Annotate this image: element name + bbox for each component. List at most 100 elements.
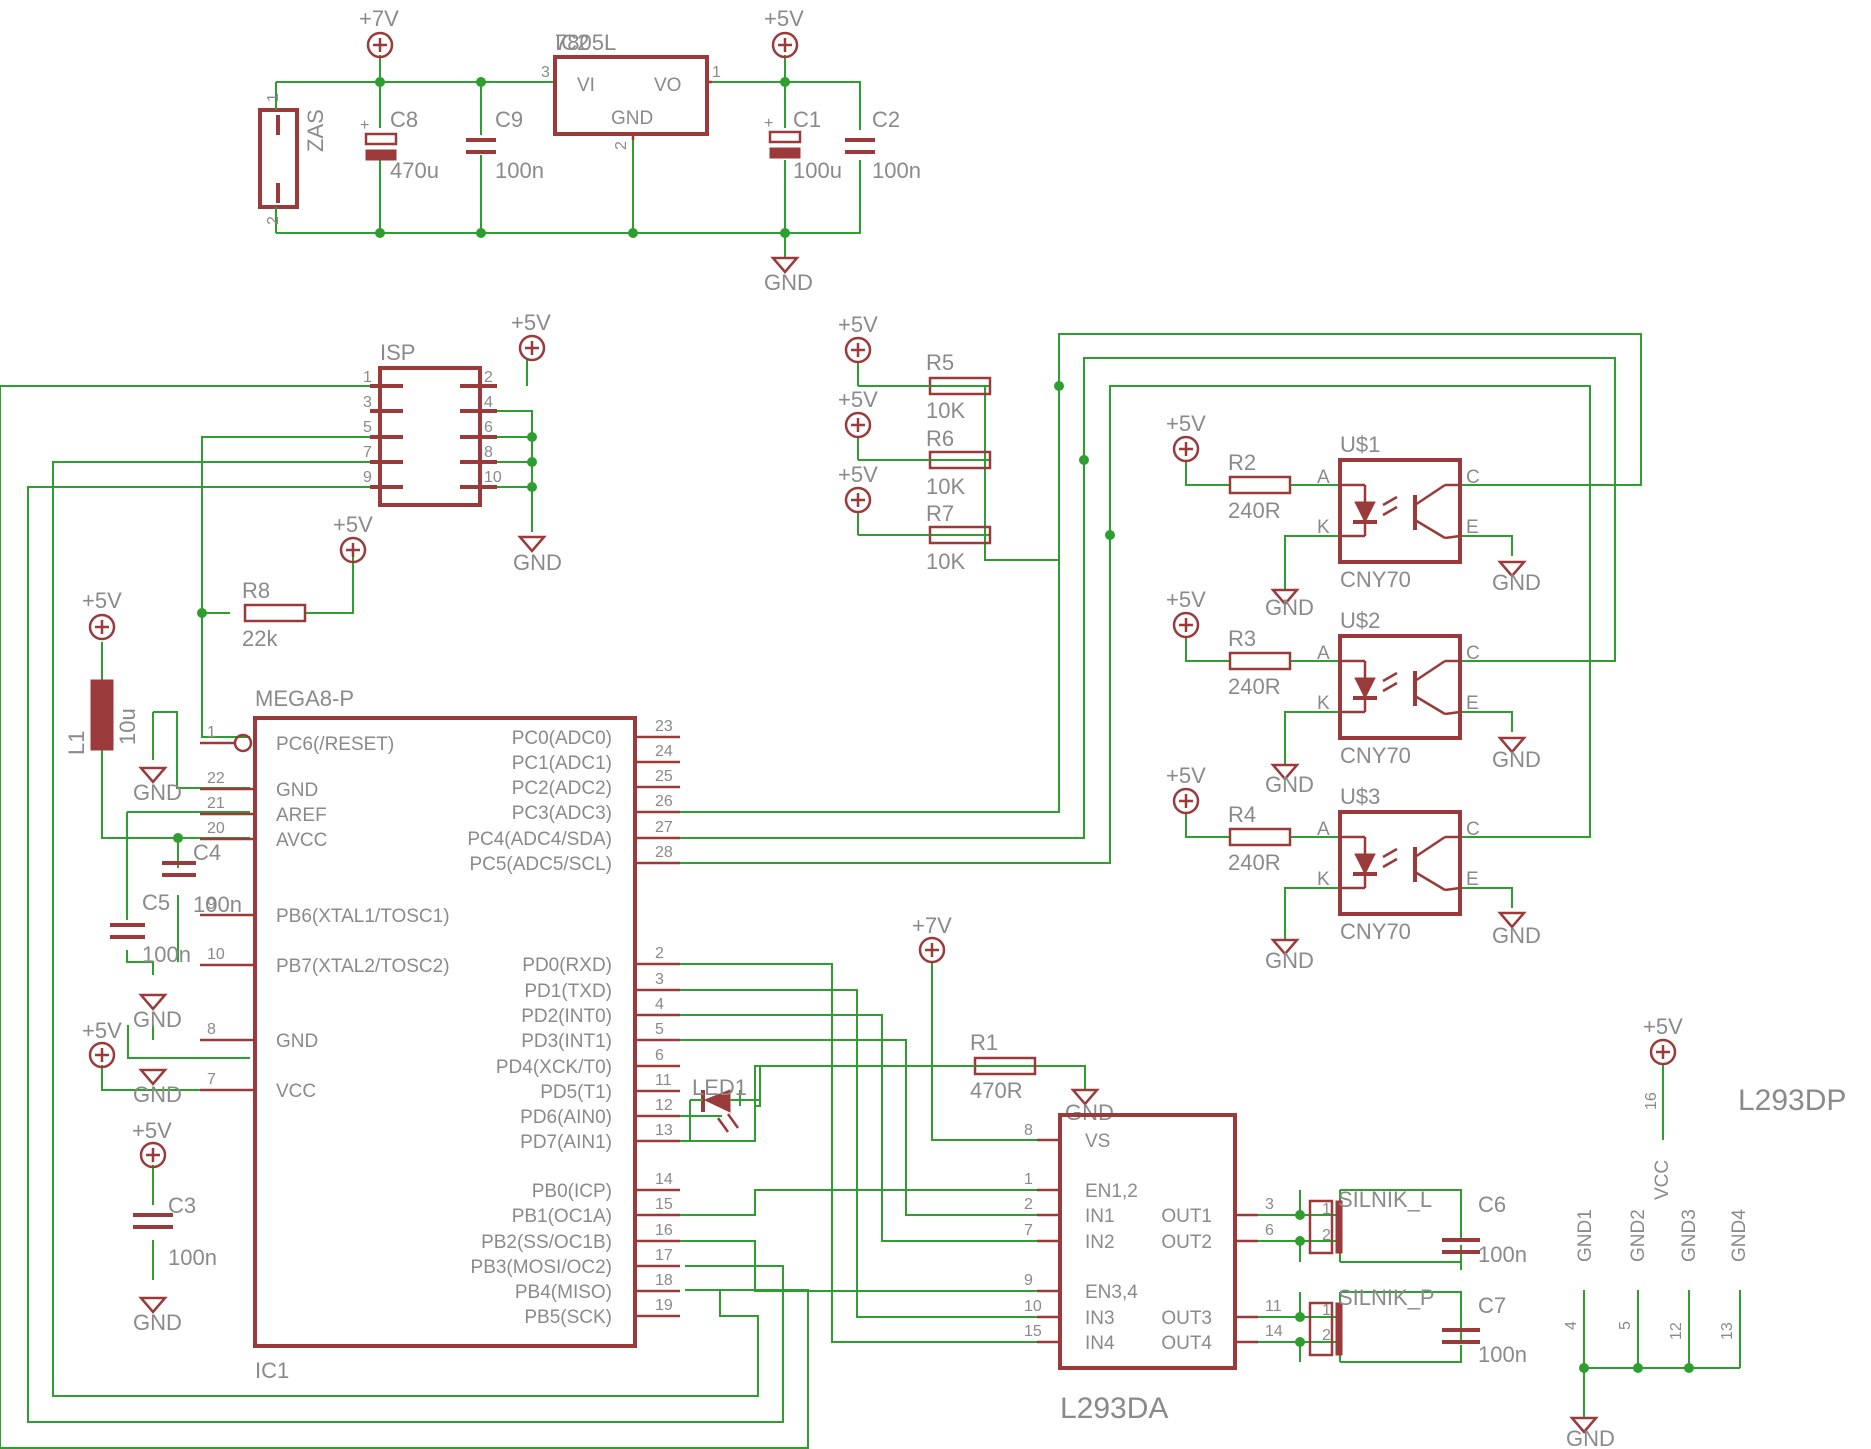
svg-text:C3: C3 bbox=[168, 1193, 196, 1218]
mcu-pin-num: 2 bbox=[655, 945, 664, 962]
mcu-pin-num: 4 bbox=[655, 996, 664, 1013]
mcu-pin-label: PC5(ADC5/SCL) bbox=[469, 854, 612, 875]
svg-text:8: 8 bbox=[484, 444, 493, 461]
driver-power-l293dp: L293DP 16 VCC GND1 GND2 GND3 GND4 4 5 12… bbox=[1563, 1084, 1846, 1340]
isp-name: ISP bbox=[380, 340, 415, 365]
ic2-gnd: GND bbox=[611, 108, 653, 129]
svg-text:8: 8 bbox=[1024, 1122, 1033, 1139]
pwr-5v-c3-label: +5V bbox=[132, 1118, 172, 1143]
driver-pin-num: 3 bbox=[1265, 1196, 1274, 1213]
gnd-u1k-label: GND bbox=[1265, 595, 1314, 620]
svg-text:R7: R7 bbox=[926, 501, 954, 526]
svg-text:4: 4 bbox=[1563, 1321, 1580, 1330]
pwr-5v-vcc-icon bbox=[88, 1041, 116, 1069]
svg-text:1: 1 bbox=[363, 369, 372, 386]
mcu-pin-label: GND bbox=[276, 780, 318, 801]
pwr-5v-r2-label: +5V bbox=[1166, 411, 1206, 436]
svg-text:5: 5 bbox=[363, 419, 372, 436]
svg-text:240R: 240R bbox=[1228, 674, 1281, 699]
driver-pin-num: 7 bbox=[1024, 1222, 1033, 1239]
driver-pin-label: IN4 bbox=[1085, 1333, 1115, 1354]
cap-c6: C6 100n bbox=[1442, 1192, 1527, 1267]
svg-text:LED1: LED1 bbox=[692, 1075, 747, 1100]
mcu-pin-label: VCC bbox=[276, 1081, 316, 1102]
mcu-pin-num: 12 bbox=[655, 1097, 673, 1114]
wires bbox=[0, 55, 1741, 1449]
svg-text:100n: 100n bbox=[142, 942, 191, 967]
mcu-pin-label: PC6(/RESET) bbox=[276, 734, 394, 755]
driver-pin-num: 10 bbox=[1024, 1298, 1042, 1315]
mcu-pin-num: 3 bbox=[655, 971, 664, 988]
pwr-7v-top-icon bbox=[366, 31, 394, 59]
svg-text:3: 3 bbox=[363, 394, 372, 411]
pwr-5v-isp-label: +5V bbox=[511, 310, 551, 335]
driver-l293da: L293DA 8 VS 1EN1,22IN17IN29EN3,410IN315I… bbox=[1024, 1113, 1283, 1425]
svg-text:C7: C7 bbox=[1478, 1293, 1506, 1318]
svg-text:C8: C8 bbox=[390, 107, 418, 132]
svg-text:9: 9 bbox=[363, 469, 372, 486]
svg-text:K: K bbox=[1317, 517, 1330, 538]
driver-pin-label: OUT3 bbox=[1161, 1308, 1212, 1329]
resistor-r3: R3 240R bbox=[1228, 626, 1292, 699]
ic2-vo: VO bbox=[654, 75, 681, 96]
svg-text:VS: VS bbox=[1085, 1131, 1110, 1152]
ic2-name: IC2 bbox=[555, 30, 589, 55]
gnd-mcu22-label: GND bbox=[133, 780, 182, 805]
power-symbols: +7V +5V GND +5V GND +5V +5V GND GND +5V … bbox=[82, 6, 1683, 1449]
svg-text:10K: 10K bbox=[926, 398, 965, 423]
mcu-pin-num: 7 bbox=[207, 1071, 216, 1088]
pwr-5v-r6-icon bbox=[844, 411, 872, 439]
svg-text:C9: C9 bbox=[495, 107, 523, 132]
mcu-pin-label: AVCC bbox=[276, 830, 327, 851]
pwr-5v-l1-icon bbox=[88, 613, 116, 641]
svg-text:A: A bbox=[1317, 643, 1330, 664]
pwr-5v-r3-icon bbox=[1172, 611, 1200, 639]
mcu-pin-num: 18 bbox=[655, 1272, 673, 1289]
pwr-5v-r5-icon bbox=[844, 336, 872, 364]
cap-c5: C5 100n bbox=[110, 890, 191, 967]
pwr-5v-r7-label: +5V bbox=[838, 462, 878, 487]
driver-pin-label: OUT1 bbox=[1161, 1206, 1212, 1227]
svg-text:6: 6 bbox=[484, 419, 493, 436]
mcu-pin-label: PB7(XTAL2/TOSC2) bbox=[276, 956, 450, 977]
gnd-u2k-label: GND bbox=[1265, 772, 1314, 797]
mcu-pin-label: PC3(ADC3) bbox=[512, 803, 612, 824]
cap-c2: C2 100n bbox=[845, 107, 921, 183]
mcu-pin-label: PB0(ICP) bbox=[532, 1181, 612, 1202]
driver-pin-label: EN3,4 bbox=[1085, 1282, 1138, 1303]
mcu-pin-num: 19 bbox=[655, 1297, 673, 1314]
gnd-l293dp-label: GND bbox=[1566, 1426, 1615, 1449]
mcu-pin-num: 23 bbox=[655, 718, 673, 735]
svg-text:SILNIK_P: SILNIK_P bbox=[1338, 1285, 1435, 1310]
mcu-pin-label: PB3(MOSI/OC2) bbox=[471, 1257, 612, 1278]
mcu-ic1: MEGA8-P IC1 1PC6(/RESET)22GND21AREF20AVC… bbox=[200, 686, 680, 1383]
svg-text:100n: 100n bbox=[1478, 1242, 1527, 1267]
motor-silnik-l: SILNIK_L 1 2 bbox=[1308, 1187, 1432, 1255]
mcu-pin-label: PB6(XTAL1/TOSC1) bbox=[276, 906, 450, 927]
svg-text:2: 2 bbox=[1322, 1327, 1331, 1344]
svg-text:100n: 100n bbox=[193, 892, 242, 917]
svg-text:C5: C5 bbox=[142, 890, 170, 915]
mcu-pin-label: AREF bbox=[276, 805, 327, 826]
mcu-pin-label: PD1(TXD) bbox=[524, 981, 612, 1002]
gnd-c5-label: GND bbox=[133, 1007, 182, 1032]
driver-pin-num: 11 bbox=[1265, 1298, 1282, 1315]
mcu-pin-label: PC1(ADC1) bbox=[512, 753, 612, 774]
gnd-u2e-label: GND bbox=[1492, 747, 1541, 772]
svg-text:C1: C1 bbox=[793, 107, 821, 132]
gnd-isp-icon bbox=[518, 535, 546, 553]
svg-text:CNY70: CNY70 bbox=[1340, 743, 1411, 768]
svg-text:U$3: U$3 bbox=[1340, 784, 1380, 809]
mcu-pin-label: PD3(INT1) bbox=[521, 1031, 612, 1052]
mcu-pin-num: 8 bbox=[207, 1021, 216, 1038]
svg-text:4: 4 bbox=[484, 394, 493, 411]
driver-pin-label: IN3 bbox=[1085, 1308, 1115, 1329]
resistor-r8: R8 22k bbox=[242, 578, 307, 651]
svg-text:K: K bbox=[1317, 693, 1330, 714]
driver-pin-num: 14 bbox=[1265, 1323, 1283, 1340]
zas-pin1: 1 bbox=[265, 93, 282, 102]
resistor-r1: R1 470R bbox=[760, 1030, 1037, 1103]
junctions bbox=[173, 77, 1694, 1373]
